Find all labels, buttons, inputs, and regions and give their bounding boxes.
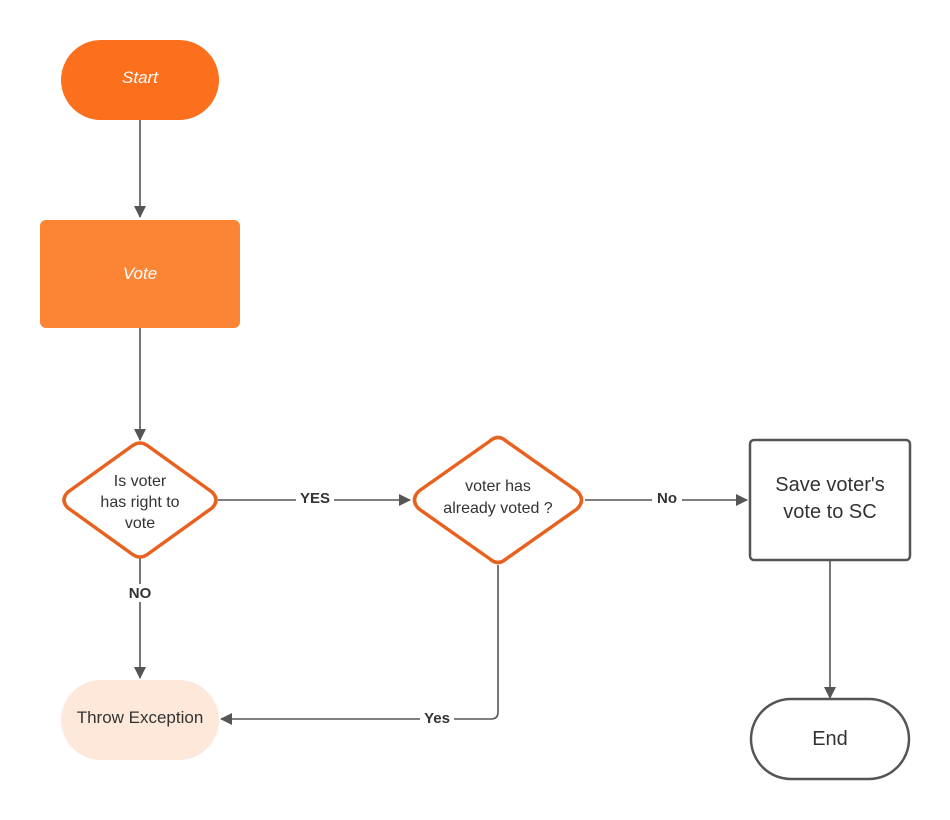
vote-node: Vote [40, 220, 240, 328]
edge-label-no: NO [129, 585, 152, 602]
edge-label-yes-already-voted: Yes [424, 710, 450, 727]
end-label: End [812, 728, 848, 750]
has-right-line-2: has right to [100, 494, 179, 511]
start-label: Start [122, 68, 159, 87]
start-node: Start [61, 40, 219, 120]
throw-exception-node: Throw Exception [61, 680, 219, 760]
edge-label-no-already-voted: No [657, 490, 677, 507]
already-voted-line-2: already voted ? [443, 500, 553, 517]
end-node: End [749, 697, 911, 781]
save-vote-line-2: vote to SC [783, 501, 876, 523]
save-vote-line-1: Save voter's [775, 474, 884, 496]
already-voted-line-1: voter has [465, 478, 531, 495]
save-vote-node: Save voter's vote to SC [748, 438, 912, 562]
has-right-line-3: vote [125, 515, 155, 532]
has-right-line-1: Is voter [114, 473, 167, 490]
edge-already-voted-yes [220, 565, 499, 725]
already-voted-decision: voter has already voted ? [412, 435, 584, 565]
vote-label: Vote [123, 264, 157, 283]
edge-label-yes: YES [300, 490, 330, 507]
throw-exception-label: Throw Exception [77, 708, 204, 727]
has-right-decision: Is voter has right to vote [62, 441, 218, 559]
